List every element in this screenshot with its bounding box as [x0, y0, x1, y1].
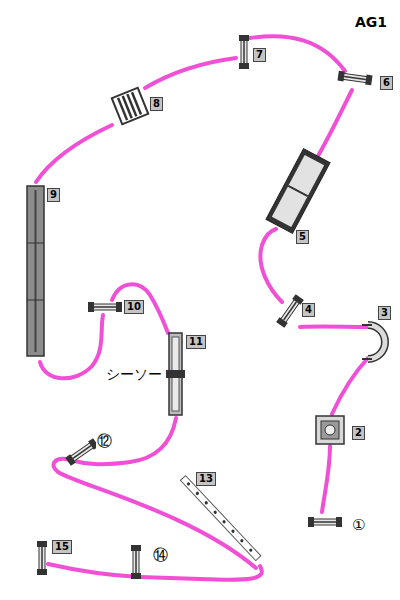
hurdle [337, 71, 372, 86]
curved-tunnel [362, 325, 385, 359]
callout-number: ① [351, 518, 366, 533]
hurdle [131, 545, 141, 579]
callout-number: 11 [186, 335, 206, 349]
callout-number: 7 [253, 48, 266, 62]
hurdle [308, 517, 342, 527]
callout-number: 10 [124, 300, 144, 314]
callout-number: 13 [196, 472, 216, 486]
hurdle [65, 438, 99, 466]
callout-number: 4 [302, 303, 315, 317]
dog-walk [27, 186, 44, 356]
callout-number: 9 [47, 188, 60, 202]
callout-number: 2 [352, 426, 365, 440]
callout-number: 15 [52, 540, 72, 554]
table-obstacle [112, 88, 148, 124]
obstacle-name: シーソー [104, 366, 164, 382]
hurdle [239, 35, 249, 69]
hurdle [276, 294, 304, 328]
course-title: AG1 [355, 14, 387, 30]
callout-number: 8 [150, 97, 163, 111]
callout-number: ⑫ [96, 434, 113, 449]
course-path [36, 36, 368, 580]
callout-number: 3 [378, 306, 391, 320]
callout-number: ⑭ [152, 548, 169, 563]
weave-poles [180, 476, 260, 561]
hurdle [37, 541, 47, 575]
hurdle [88, 302, 122, 312]
callout-number: 6 [380, 76, 393, 90]
seesaw [166, 333, 185, 415]
callout-number: 5 [296, 230, 309, 244]
a-frame [266, 149, 330, 234]
table-obstacle [316, 416, 344, 444]
